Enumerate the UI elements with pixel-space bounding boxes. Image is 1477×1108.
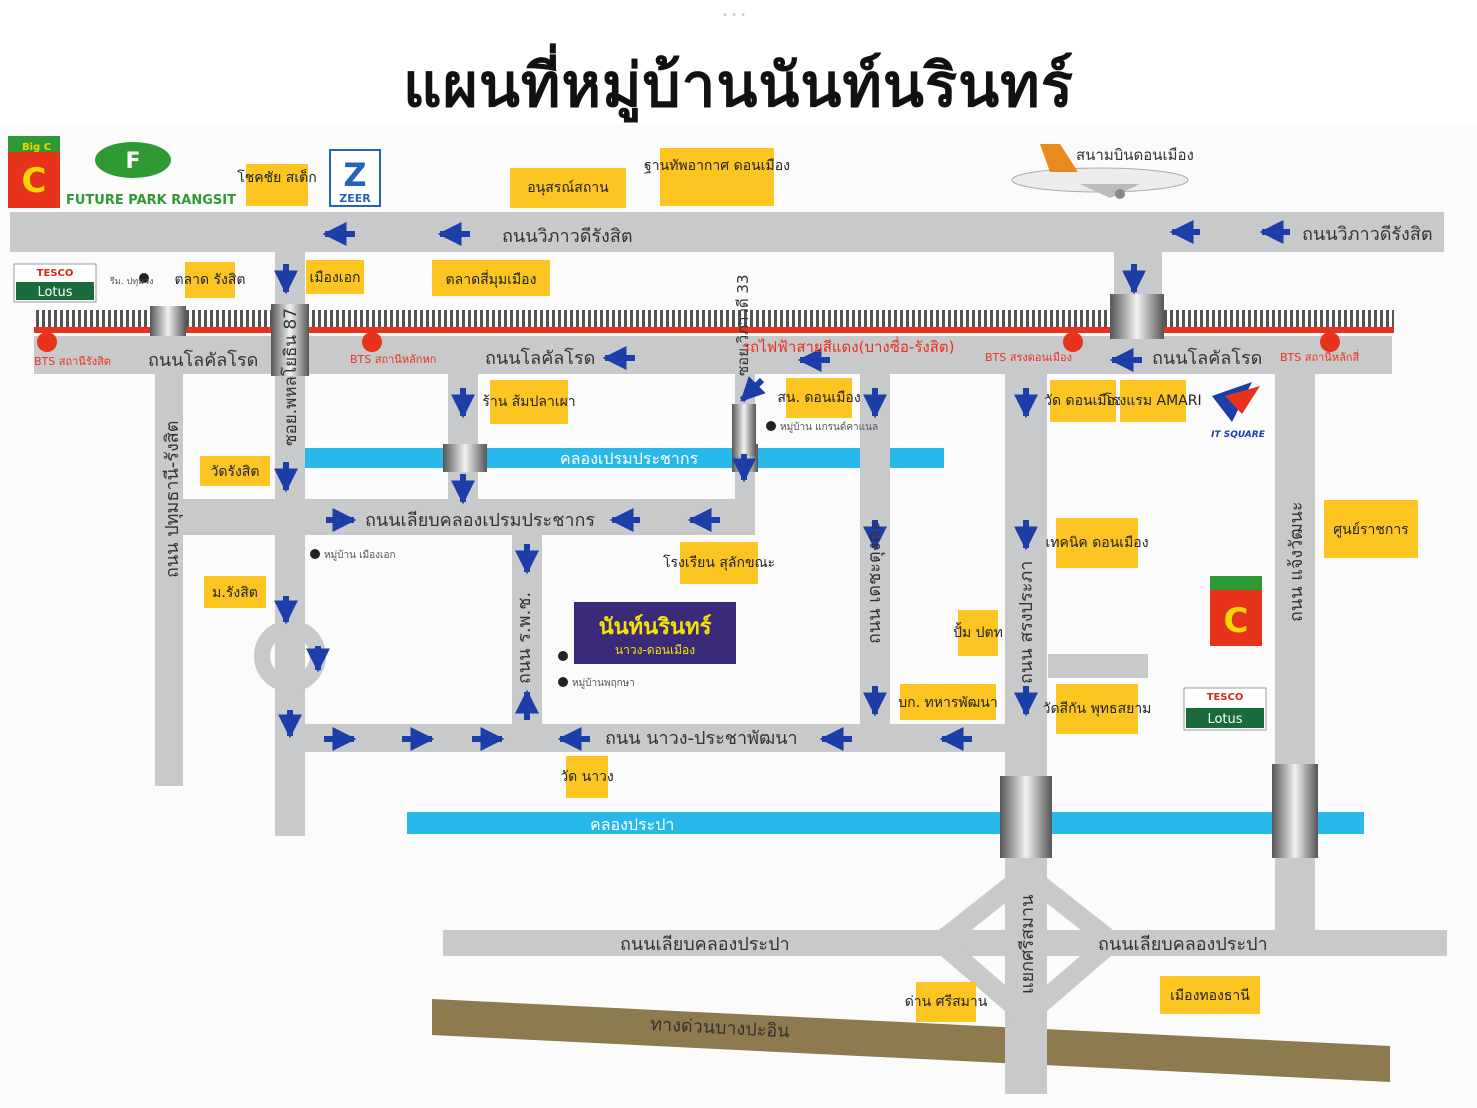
tesco-lotus-logo-top: TESCO Lotus (13, 263, 97, 303)
marker-village-small2 (558, 677, 568, 687)
project-badge: นันท์นรินทร์ นาวง-ดอนเมือง (574, 602, 736, 664)
village-muangake-label: หมู่บ้าน เมืองเอก (324, 549, 396, 561)
zeer-logo: Z ZEER (329, 149, 381, 207)
place-sor-nor: สน. ดอนเมือง (777, 390, 860, 406)
road-vibhavadi-soi: ซอย.วิภาวดี 33 (734, 275, 752, 377)
svg-text:F: F (125, 149, 140, 174)
bigc-logo-right: C (1210, 576, 1262, 646)
traffic-arrows (274, 220, 1290, 751)
canal-prem-label: คลองเปรมประชากร (560, 449, 699, 468)
tesco-lotus-logo-right: TESCO Lotus (1183, 687, 1267, 731)
project-sub: นาวง-ดอนเมือง (615, 643, 695, 657)
place-chokchai: โชคชัย สเต็ก (237, 168, 316, 186)
marker-dot (139, 273, 149, 283)
prapa-canal (407, 812, 1364, 834)
place-amari: โรงแรม AMARI (1104, 392, 1201, 409)
road-local-1: ถนนโลคัลโรด (148, 349, 258, 371)
rail-label: รถไฟฟ้าสายสีแดง(บางซื่อ-รังสิต) (742, 336, 954, 356)
place-tech-donmuang: เทคนิค ดอนเมือง (1045, 535, 1148, 551)
drag-handle[interactable]: • • • (722, 10, 747, 21)
bts-stations (37, 332, 1340, 352)
road-local-2: ถนนโลคัลโรด (485, 347, 595, 369)
place-talad-rangsit: ตลาด รังสิต (174, 272, 245, 288)
place-mor-rangsit: ม.รังสิต (212, 585, 258, 601)
road-phahon-soi: ซอย.พหลโยธิน 87 (280, 308, 301, 446)
road-vibhavadi-right: ถนนวิภาวดีรังสิต (1302, 224, 1433, 245)
place-bor-kor: บก. ทหารพัฒนา (898, 695, 997, 711)
project-name: นันท์นรินทร์ (599, 614, 712, 640)
marker-grand-canal (766, 421, 776, 431)
svg-text:Big C: Big C (22, 142, 51, 153)
itsquare-logo: IT SQUARE (1211, 382, 1266, 440)
road-vibhavadi-left: ถนนวิภาวดีรังสิต (502, 226, 633, 247)
station-lakhok: BTS สถานีหลักหก (350, 353, 436, 366)
road-sriaman-junction: แยกศรีสมาน (1017, 895, 1038, 994)
place-wat-rangsit: วัดรังสิต (211, 464, 260, 480)
bigc-logo-top: C Big C (8, 136, 60, 208)
place-suan-pla-pao: ร้าน ส้มปลาเผา (482, 394, 575, 410)
road-decha-tungka: ถนน เดชะตุงคะ (864, 521, 885, 644)
station-rangsit: BTS สถานีรังสิต (34, 355, 111, 368)
svg-text:C: C (22, 161, 47, 201)
station-donmuang: BTS สรงดอนเมือง (985, 351, 1072, 364)
village-map: สนามบินดอนเมือง C Big C F FUTURE PARK RA… (0, 124, 1477, 1108)
svg-text:Lotus: Lotus (1207, 712, 1242, 727)
place-wat-donmuang: วัด ดอนเมือง (1044, 393, 1122, 409)
road-ror-phor-chor: ถนน ร.พ.ช. (514, 592, 535, 684)
place-pump: ปั้ม ปตท (953, 622, 1003, 641)
station-laksi: BTS สถานีหลักสี่ (1280, 349, 1359, 364)
place-wat-sikan: วัดสีกัน พุทธสยาม (1043, 701, 1152, 717)
airport-label: สนามบินดอนเมือง (1076, 146, 1194, 164)
svg-text:IT SQUARE: IT SQUARE (1211, 430, 1266, 440)
rimpukhum-label: รีม. ปทุมวง (110, 276, 154, 287)
place-muang-thong: เมืองทองธานี (1170, 988, 1250, 1004)
marker-muangake (310, 549, 320, 559)
road-prem-canal: ถนนเลียบคลองเปรมประชากร (365, 510, 595, 531)
place-government-center: ศูนย์ราชการ (1333, 521, 1409, 538)
road-pathum-rangsit: ถนน ปทุมธานี-รังสิต (162, 421, 183, 578)
place-air-base: ฐานทัพอากาศ ดอนเมือง (644, 158, 790, 174)
bridges (150, 294, 1318, 858)
airplane-icon (1011, 144, 1189, 199)
place-talad-simum: ตลาดสี่มุมเมือง (446, 270, 537, 288)
place-wat-nawong: วัด นาวง (560, 769, 614, 785)
village-small2-label: หมู่บ้านพฤกษา (572, 677, 635, 689)
place-anusawari: อนุสรณ์สถาน (527, 179, 609, 196)
marker-project (558, 651, 568, 661)
railway-track (34, 310, 1394, 328)
road-nawong-prachapattana: ถนน นาวง-ประชาพัฒนา (605, 728, 798, 749)
svg-text:TESCO: TESCO (37, 268, 74, 279)
svg-text:C: C (1224, 601, 1249, 641)
road-local-3: ถนนโลคัลโรด (1152, 347, 1262, 369)
svg-text:ZEER: ZEER (339, 192, 371, 205)
village-grand-label: หมู่บ้าน แกรนด์คาแนล (780, 421, 878, 433)
page-title: แผนที่หมู่บ้านนันท์นรินทร์ (403, 51, 1074, 121)
future-park-label: FUTURE PARK RANGSIT (66, 193, 236, 208)
place-boxes: โชคชัย สเต็ก อนุสรณ์สถาน ฐานทัพอากาศ ดอน… (174, 148, 1418, 1022)
road-prapa-canal-right: ถนนเลียบคลองประปา (1098, 934, 1268, 955)
svg-text:TESCO: TESCO (1207, 692, 1244, 703)
road-laengwattana: ถนน แจ้งวัฒนะ (1286, 501, 1307, 622)
expressway (432, 999, 1390, 1082)
place-school: โรงเรียน สุลักขณะ (663, 554, 775, 571)
place-muang-ake: เมืองเอก (310, 270, 361, 286)
svg-text:Lotus: Lotus (37, 285, 72, 300)
canal-prapa-label: คลองประปา (590, 815, 674, 834)
future-park-logo: F (95, 142, 171, 178)
red-line (34, 327, 1394, 333)
road-songprapa: ถนน สรงประภา (1016, 561, 1037, 684)
road-prapa-canal-left: ถนนเลียบคลองประปา (620, 934, 790, 955)
place-toll-srisaman: ด่าน ศรีสมาน (905, 994, 988, 1010)
svg-text:Z: Z (343, 156, 366, 194)
